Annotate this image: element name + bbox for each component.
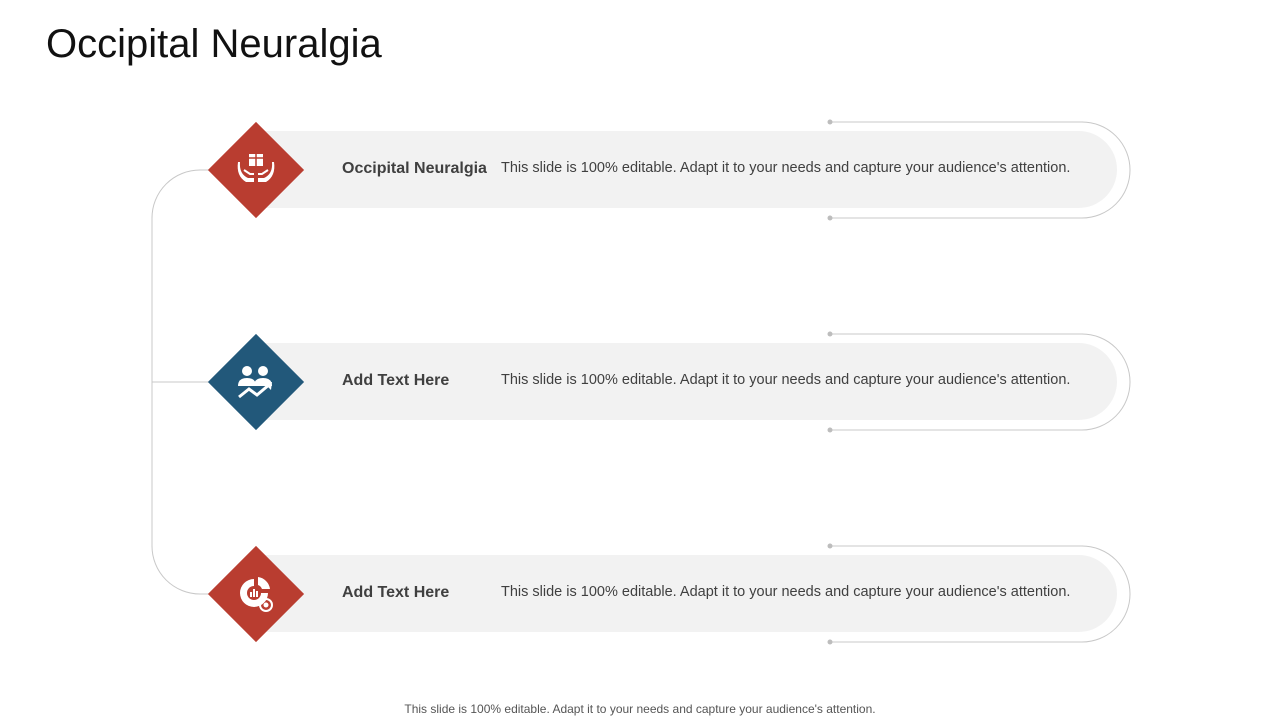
pie-chart-coin-icon <box>240 577 273 612</box>
hands-holding-box-icon <box>237 154 275 182</box>
people-growth-arrow-icon <box>238 366 272 399</box>
bracket-1 <box>827 119 1131 221</box>
bracket-2 <box>827 331 1131 433</box>
list-item: Add Text Here This slide is 100% editabl… <box>0 545 1280 646</box>
page-title: Occipital Neuralgia <box>46 22 382 66</box>
item-description: This slide is 100% editable. Adapt it to… <box>501 372 1071 388</box>
list-item: Occipital Neuralgia This slide is 100% e… <box>0 121 1280 222</box>
item-description: This slide is 100% editable. Adapt it to… <box>501 584 1071 600</box>
list-item: Add Text Here This slide is 100% editabl… <box>0 333 1280 434</box>
text-bar <box>252 343 1117 420</box>
item-heading: Add Text Here <box>342 372 450 389</box>
item-heading: Add Text Here <box>342 584 450 601</box>
text-bar <box>252 131 1117 208</box>
item-description: This slide is 100% editable. Adapt it to… <box>501 160 1071 176</box>
bracket-3 <box>827 543 1131 645</box>
item-heading: Occipital Neuralgia <box>342 160 487 177</box>
footer-note: This slide is 100% editable. Adapt it to… <box>404 702 876 716</box>
text-bar <box>252 555 1117 632</box>
